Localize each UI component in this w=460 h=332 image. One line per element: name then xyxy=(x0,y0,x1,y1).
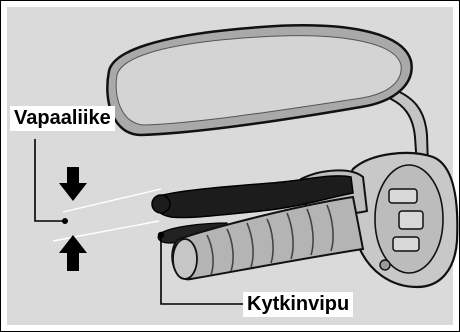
clutch-lever-label: Kytkinvipu xyxy=(243,292,353,317)
free-play-guide-lower xyxy=(53,221,159,241)
switch-button-lower xyxy=(393,237,419,251)
clutch-lever-tip xyxy=(152,195,170,213)
clutch-lever-leader-dot xyxy=(158,232,164,238)
switch-button-upper xyxy=(389,189,417,203)
switch-screw xyxy=(380,260,390,270)
free-play-leader xyxy=(35,139,65,221)
free-play-label: Vapaaliike xyxy=(10,106,115,131)
free-play-leader-dot xyxy=(62,218,68,224)
switch-button-middle xyxy=(399,211,423,229)
grip-end xyxy=(173,239,197,279)
arrow-up-icon xyxy=(59,235,87,271)
arrow-down-icon xyxy=(59,167,87,201)
